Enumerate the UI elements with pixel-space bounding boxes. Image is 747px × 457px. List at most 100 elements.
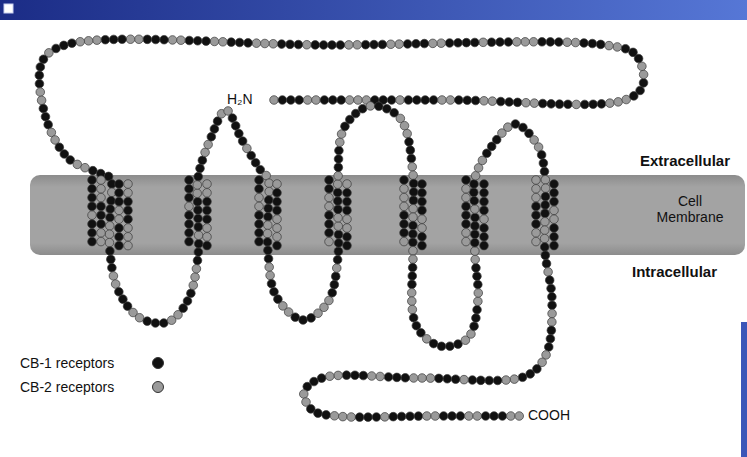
amino-acid-bead [540, 226, 549, 235]
amino-acid-bead [409, 204, 418, 213]
amino-acid-bead [196, 164, 205, 173]
amino-acid-bead [468, 376, 477, 385]
amino-acid-bead [469, 188, 478, 197]
amino-acid-bead [88, 220, 97, 229]
amino-acid-bead [550, 224, 559, 233]
amino-acid-bead [109, 35, 118, 44]
amino-acid-bead [335, 138, 344, 147]
amino-acid-bead [448, 412, 457, 421]
amino-acid-bead [325, 185, 334, 194]
amino-acid-bead [471, 171, 480, 180]
window-icon [4, 4, 13, 13]
amino-acid-bead [546, 38, 555, 47]
amino-acid-bead [203, 224, 212, 233]
c-terminus-label: COOH [528, 407, 570, 423]
amino-acid-bead [454, 39, 463, 48]
amino-acid-bead [490, 412, 499, 421]
amino-acid-bead [314, 409, 323, 418]
amino-acid-bead [252, 39, 261, 48]
amino-acid-bead [111, 280, 120, 289]
amino-acid-bead [73, 160, 82, 169]
amino-acid-bead [151, 35, 160, 44]
amino-acid-bead [97, 229, 106, 238]
amino-acid-bead [192, 264, 201, 273]
amino-acid-bead [421, 96, 430, 105]
amino-acid-bead [542, 259, 551, 268]
amino-acid-bead [124, 215, 133, 224]
amino-acid-bead [342, 371, 351, 380]
amino-acid-bead [462, 185, 471, 194]
amino-acid-bead [389, 412, 398, 421]
amino-acid-bead [409, 221, 418, 230]
amino-acid-bead [76, 37, 85, 46]
amino-acid-bead [406, 146, 415, 155]
amino-acid-bead [88, 193, 97, 202]
amino-acid-bead [546, 334, 555, 343]
amino-acid-bead [185, 211, 194, 220]
amino-acid-bead [203, 189, 212, 198]
amino-acid-bead [273, 180, 282, 189]
amino-acid-bead [512, 38, 521, 47]
amino-acid-bead [470, 196, 479, 205]
amino-acid-bead [319, 41, 328, 50]
amino-acid-bead [638, 62, 647, 71]
amino-acid-bead [471, 205, 480, 214]
amino-acid-bead [550, 197, 559, 206]
amino-acid-bead [231, 122, 240, 131]
amino-acid-bead [115, 233, 124, 242]
amino-acid-bead [532, 211, 541, 220]
amino-acid-bead [639, 70, 648, 79]
amino-acid-bead [337, 96, 346, 105]
amino-acid-bead [429, 339, 438, 348]
amino-acid-bead [88, 237, 97, 246]
amino-acid-bead [334, 222, 343, 231]
amino-acid-bead [400, 176, 409, 185]
amino-acid-bead [470, 322, 479, 331]
region-label: Extracellular [640, 152, 730, 169]
amino-acid-bead [204, 140, 213, 149]
amino-acid-bead [185, 237, 194, 246]
amino-acid-bead [418, 233, 427, 242]
amino-acid-bead [548, 309, 557, 318]
amino-acid-bead [303, 96, 312, 105]
amino-acid-bead [264, 254, 273, 263]
amino-acid-bead [538, 99, 547, 108]
amino-acid-bead [264, 204, 273, 213]
amino-acid-bead [400, 211, 409, 220]
amino-acid-bead [555, 100, 564, 109]
amino-acid-bead [606, 99, 615, 108]
amino-acid-bead [263, 238, 272, 247]
amino-acid-bead [550, 241, 559, 250]
amino-acid-bead [526, 370, 535, 379]
amino-acid-bead [414, 412, 423, 421]
amino-acid-bead [97, 176, 106, 185]
legend-swatch [152, 381, 164, 393]
amino-acid-bead [404, 96, 413, 105]
amino-acid-bead [550, 189, 559, 198]
amino-acid-bead [108, 263, 117, 272]
amino-acid-bead [332, 264, 341, 273]
amino-acid-bead [143, 317, 152, 326]
amino-acid-bead [487, 38, 496, 47]
amino-acid-bead [35, 71, 44, 80]
amino-acid-bead [550, 180, 559, 189]
amino-acid-bead [474, 289, 483, 298]
region-label: Intracellular [632, 263, 717, 280]
cell-membrane [30, 175, 745, 255]
amino-acid-bead [325, 229, 334, 238]
amino-acid-bead [541, 217, 550, 226]
amino-acid-bead [409, 171, 418, 180]
amino-acid-bead [255, 211, 264, 220]
amino-acid-bead [471, 222, 480, 231]
amino-acid-bead [378, 40, 387, 49]
amino-acid-bead [343, 241, 352, 250]
amino-acid-bead [446, 96, 455, 105]
amino-acid-bead [403, 40, 412, 49]
amino-acid-bead [474, 297, 483, 306]
title-bar [0, 0, 747, 20]
amino-acid-bead [210, 125, 219, 134]
amino-acid-bead [336, 41, 345, 50]
amino-acid-bead [480, 96, 489, 105]
amino-acid-bead [106, 247, 115, 256]
amino-acid-bead [343, 224, 352, 233]
